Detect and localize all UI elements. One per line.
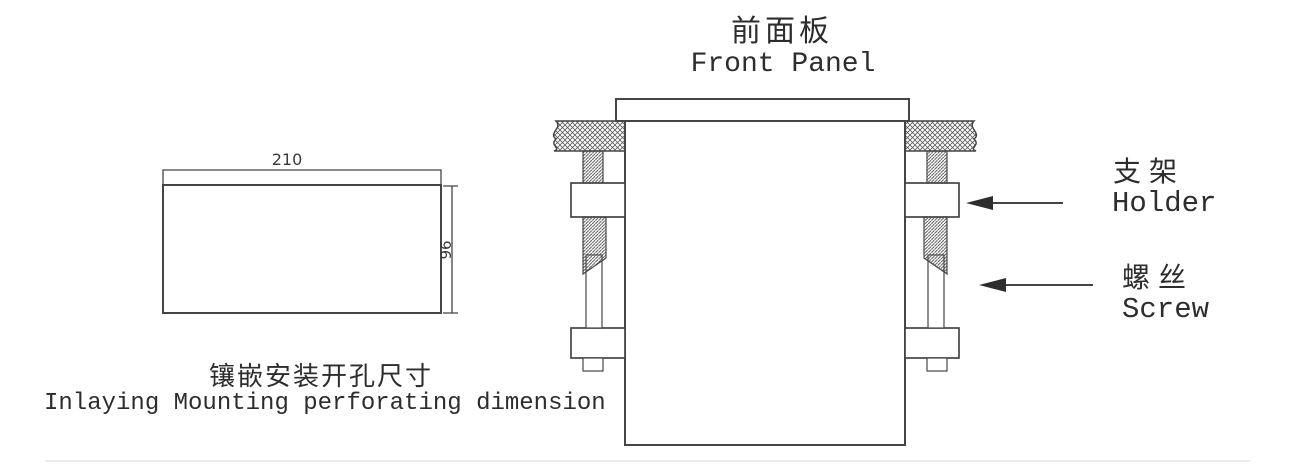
cutout-caption-en: Inlaying Mounting perforating dimension [44, 390, 606, 417]
cutout-drawing [162, 169, 458, 314]
height-dimension-line [443, 185, 458, 314]
cutout-height-value: 96 [437, 240, 456, 260]
screw-head-left [582, 357, 604, 372]
front-panel-title-en: Front Panel [690, 49, 876, 80]
holder-label-cjk: 支架 [1113, 157, 1186, 188]
screw-thread-left [582, 216, 607, 276]
cutout-width-value: 210 [271, 150, 303, 169]
screw-thread-right [923, 216, 948, 276]
screw-label-cjk: 螺丝 [1122, 263, 1195, 294]
cutout-rectangle [162, 184, 442, 314]
front-panel-bezel [615, 98, 910, 122]
instrument-body [624, 121, 906, 446]
screw-label-en: Screw [1122, 293, 1210, 326]
holder-bottom-flange-left [570, 327, 626, 359]
screw-arrow [979, 278, 1093, 292]
holder-label-en: Holder [1112, 187, 1217, 220]
holder-arrow [966, 196, 1063, 210]
mounting-panel-right [904, 120, 978, 152]
screw-shaft-right [926, 150, 948, 184]
screw-head-right [926, 357, 948, 372]
screw-shaft-left [582, 150, 604, 184]
holder-top-flange-left [570, 182, 626, 218]
front-panel-title-cjk: 前面板 [731, 15, 833, 48]
mounting-diagram [552, 98, 1093, 446]
cutout-caption-cjk: 镶嵌安装开孔尺寸 [208, 362, 434, 391]
width-dimension-line [162, 169, 442, 184]
holder-top-flange-right [904, 182, 960, 218]
holder-bottom-flange-right [904, 327, 960, 359]
mounting-panel-left [552, 120, 626, 152]
